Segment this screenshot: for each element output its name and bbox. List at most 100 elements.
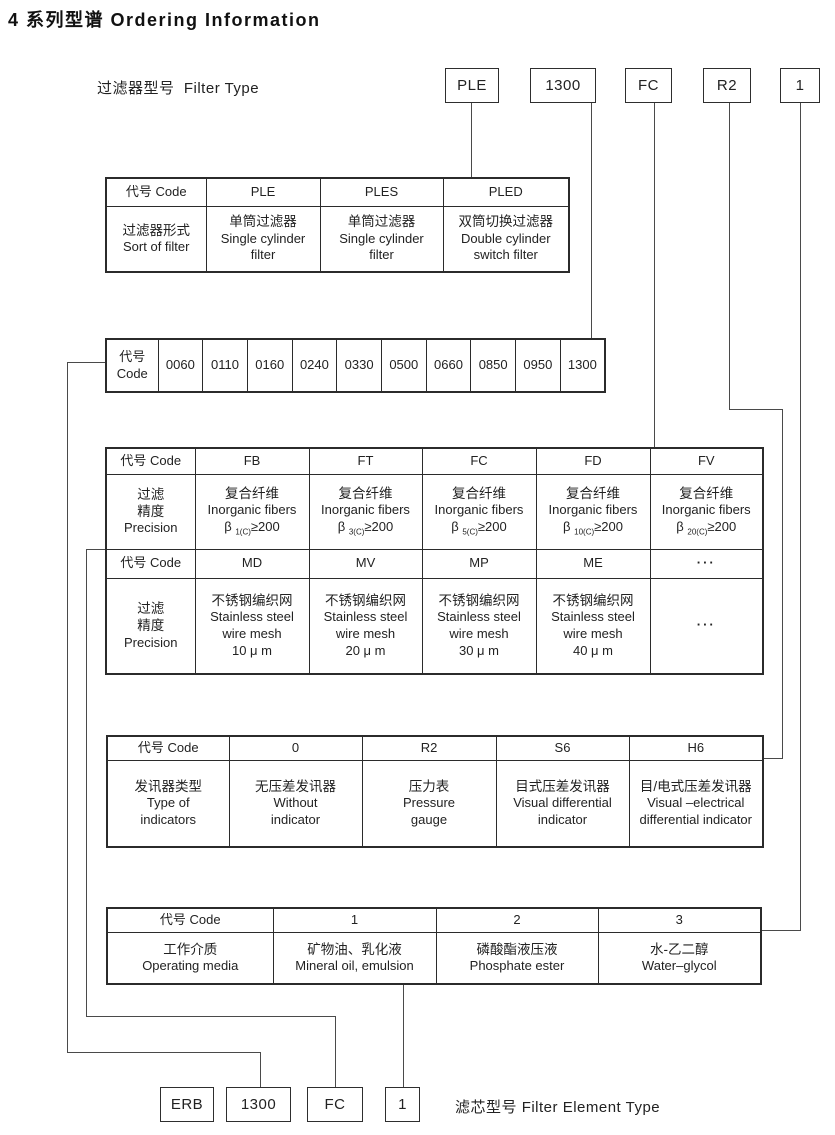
code-header-cell: 代号 Code bbox=[106, 735, 230, 761]
element-model-box-series: ERB bbox=[160, 1087, 214, 1122]
mesh-code-cell: MV bbox=[308, 548, 423, 579]
mesh-desc-cell: 不锈钢编织网 Stainless steel wire mesh 10 μ m bbox=[194, 577, 310, 675]
connector-media-line-v bbox=[800, 103, 801, 931]
element-precision-connector-h1 bbox=[86, 549, 105, 550]
element-model-box-precision: FC bbox=[307, 1087, 363, 1122]
media-code-cell: 2 bbox=[435, 907, 599, 933]
mesh-desc-cell: ··· bbox=[649, 577, 764, 675]
element-type-label: 滤芯型号 Filter Element Type bbox=[455, 1096, 660, 1117]
mesh-desc-cell: 不锈钢编织网 Stainless steel wire mesh 40 μ m bbox=[535, 577, 651, 675]
connector-series-line bbox=[471, 103, 472, 177]
media-code-cell: 1 bbox=[272, 907, 437, 933]
page-title: 4 系列型谱 Ordering Information bbox=[8, 10, 321, 30]
sort-desc-cell: 单筒过滤器 Single cylinder filter bbox=[319, 205, 444, 273]
connector-indicator-line-v1 bbox=[729, 103, 730, 410]
size-code-cell: 1300 bbox=[559, 338, 606, 393]
element-precision-connector-h2 bbox=[86, 1016, 336, 1017]
fiber-desc-cell: 复合纤维 Inorganic fibers β 3(C)≥200 bbox=[308, 473, 423, 550]
connector-media-line-h bbox=[760, 930, 801, 931]
connector-indicator-line-h1 bbox=[729, 409, 783, 410]
media-code-cell: 3 bbox=[597, 907, 762, 933]
connector-indicator-line-v2 bbox=[782, 409, 783, 759]
indicator-row-label: 发讯器类型 Type of indicators bbox=[106, 759, 230, 848]
connector-indicator-line-h2 bbox=[762, 758, 783, 759]
fiber-code-cell: FV bbox=[649, 447, 764, 475]
mesh-code-cell: ··· bbox=[649, 548, 764, 579]
size-code-cell: 0060 bbox=[157, 338, 204, 393]
fiber-desc-cell: 复合纤维 Inorganic fibers β 1(C)≥200 bbox=[194, 473, 310, 550]
filter-model-box-precision: FC bbox=[625, 68, 672, 103]
code-header-cell: 代号 Code bbox=[105, 177, 207, 207]
filter-type-label: 过滤器型号 Filter Type bbox=[97, 77, 259, 98]
element-type-label-en: Filter Element Type bbox=[521, 1099, 661, 1116]
fiber-code-cell: FC bbox=[421, 447, 537, 475]
media-desc-cell: 水-乙二醇 Water–glycol bbox=[597, 931, 762, 985]
fiber-code-cell: FD bbox=[535, 447, 651, 475]
element-media-connector bbox=[403, 982, 404, 1087]
element-size-connector-v1 bbox=[67, 362, 68, 1053]
fiber-code-cell: FB bbox=[194, 447, 310, 475]
code-header-cell: 代号 Code bbox=[105, 447, 196, 475]
fiber-code-cell: FT bbox=[308, 447, 423, 475]
code-header-cell: 代号 Code bbox=[106, 907, 274, 933]
connector-precision-line bbox=[654, 103, 655, 447]
size-code-cell: 0500 bbox=[380, 338, 427, 393]
size-code-cell: 0660 bbox=[425, 338, 472, 393]
indicator-code-cell: 0 bbox=[228, 735, 363, 761]
element-model-box-media: 1 bbox=[385, 1087, 420, 1122]
code-header-cell: 代号 Code bbox=[105, 338, 159, 393]
media-desc-cell: 矿物油、乳化液 Mineral oil, emulsion bbox=[272, 931, 437, 985]
sort-code-cell: PLES bbox=[319, 177, 444, 207]
mesh-code-cell: MD bbox=[194, 548, 310, 579]
element-precision-connector-v2 bbox=[335, 1016, 336, 1087]
size-code-cell: 0850 bbox=[470, 338, 516, 393]
mesh-code-cell: ME bbox=[535, 548, 651, 579]
fiber-desc-cell: 复合纤维 Inorganic fibers β 20(C)≥200 bbox=[649, 473, 764, 550]
filter-model-box-size: 1300 bbox=[530, 68, 596, 103]
indicator-desc-cell: 压力表 Pressure gauge bbox=[361, 759, 497, 848]
filter-model-box-indicator: R2 bbox=[703, 68, 751, 103]
indicator-desc-cell: 无压差发讯器 Without indicator bbox=[228, 759, 363, 848]
filter-model-box-media: 1 bbox=[780, 68, 820, 103]
element-size-connector-h1 bbox=[67, 362, 105, 363]
filter-model-box-series: PLE bbox=[445, 68, 499, 103]
indicator-table: 代号 Code 0 R2 S6 H6 发讯器类型 Type of indicat… bbox=[106, 735, 764, 848]
mesh-desc-cell: 不锈钢编织网 Stainless steel wire mesh 30 μ m bbox=[421, 577, 537, 675]
element-precision-connector-v1 bbox=[86, 549, 87, 1017]
size-code-table: 代号 Code 0060 0110 0160 0240 0330 0500 06… bbox=[105, 338, 606, 393]
precision-row-label: 过滤 精度 Precision bbox=[105, 473, 196, 550]
indicator-code-cell: H6 bbox=[628, 735, 764, 761]
media-desc-cell: 磷酸酯液压液 Phosphate ester bbox=[435, 931, 599, 985]
element-size-connector-h2 bbox=[67, 1052, 261, 1053]
sort-desc-cell: 单筒过滤器 Single cylinder filter bbox=[205, 205, 321, 273]
element-size-connector-v2 bbox=[260, 1052, 261, 1087]
connector-size-line bbox=[591, 103, 592, 338]
media-row-label: 工作介质 Operating media bbox=[106, 931, 274, 985]
filter-type-label-cn: 过滤器型号 bbox=[97, 80, 175, 97]
indicator-desc-cell: 目式压差发讯器 Visual differential indicator bbox=[495, 759, 630, 848]
sort-of-filter-table: 代号 Code PLE PLES PLED 过滤器形式 Sort of filt… bbox=[105, 177, 570, 273]
code-header-cell: 代号 Code bbox=[105, 548, 196, 579]
sort-code-cell: PLE bbox=[205, 177, 321, 207]
size-code-cell: 0330 bbox=[336, 338, 382, 393]
indicator-code-cell: R2 bbox=[361, 735, 497, 761]
mesh-desc-cell: 不锈钢编织网 Stainless steel wire mesh 20 μ m bbox=[308, 577, 423, 675]
sort-row-label: 过滤器形式 Sort of filter bbox=[105, 205, 207, 273]
mesh-code-cell: MP bbox=[421, 548, 537, 579]
precision-row-label: 过滤 精度 Precision bbox=[105, 577, 196, 675]
size-code-cell: 0160 bbox=[246, 338, 293, 393]
element-model-box-size: 1300 bbox=[226, 1087, 291, 1122]
element-type-label-cn: 滤芯型号 bbox=[455, 1099, 518, 1116]
sort-desc-cell: 双筒切换过滤器 Double cylinder switch filter bbox=[442, 205, 570, 273]
indicator-code-cell: S6 bbox=[495, 735, 630, 761]
precision-table: 代号 Code FB FT FC FD FV 过滤 精度 Precision 复… bbox=[105, 447, 764, 675]
sort-code-cell: PLED bbox=[442, 177, 570, 207]
size-code-cell: 0950 bbox=[515, 338, 561, 393]
media-table: 代号 Code 1 2 3 工作介质 Operating media 矿物油、乳… bbox=[106, 907, 762, 985]
fiber-desc-cell: 复合纤维 Inorganic fibers β 10(C)≥200 bbox=[535, 473, 651, 550]
indicator-desc-cell: 目/电式压差发讯器 Visual –electrical differentia… bbox=[628, 759, 764, 848]
filter-type-label-en: Filter Type bbox=[183, 80, 260, 97]
size-code-cell: 0240 bbox=[291, 338, 338, 393]
fiber-desc-cell: 复合纤维 Inorganic fibers β 5(C)≥200 bbox=[421, 473, 537, 550]
